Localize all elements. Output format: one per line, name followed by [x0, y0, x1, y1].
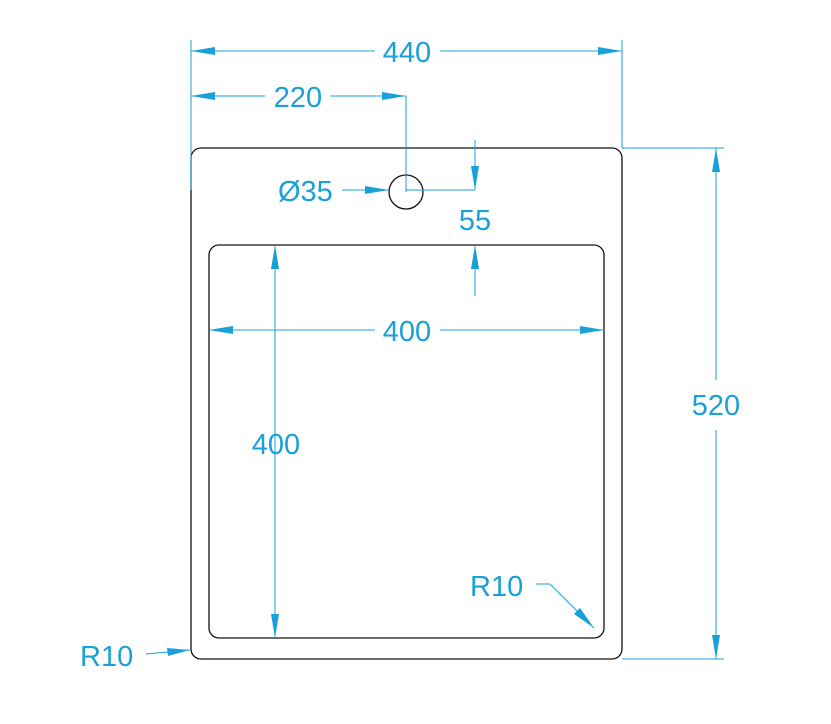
dimension-outer-corner-radius: R10	[80, 641, 191, 673]
dimension-basin-corner-radius: R10	[470, 571, 595, 629]
label-overall-height: 520	[692, 390, 740, 422]
label-hole-diameter: Ø35	[278, 176, 333, 208]
label-basin-width: 400	[383, 316, 431, 348]
basin-outline	[208, 244, 605, 639]
dimension-hole-offset: 220	[191, 82, 407, 192]
label-hole-offset: 220	[274, 82, 322, 114]
dimension-basin-height: 400	[252, 245, 300, 638]
dimension-hole-to-basin: 55	[406, 140, 491, 296]
dimension-basin-width: 400	[209, 316, 604, 348]
label-overall-width: 440	[383, 37, 431, 69]
label-outer-corner-radius: R10	[80, 641, 133, 673]
dimension-overall-width: 440	[190, 37, 623, 190]
label-basin-corner-radius: R10	[470, 571, 523, 603]
dimension-hole-diameter: Ø35	[278, 176, 389, 208]
dimension-overall-height: 520	[622, 147, 740, 660]
label-hole-to-basin: 55	[459, 205, 491, 237]
outer-outline	[190, 147, 623, 660]
label-basin-height: 400	[252, 429, 300, 461]
